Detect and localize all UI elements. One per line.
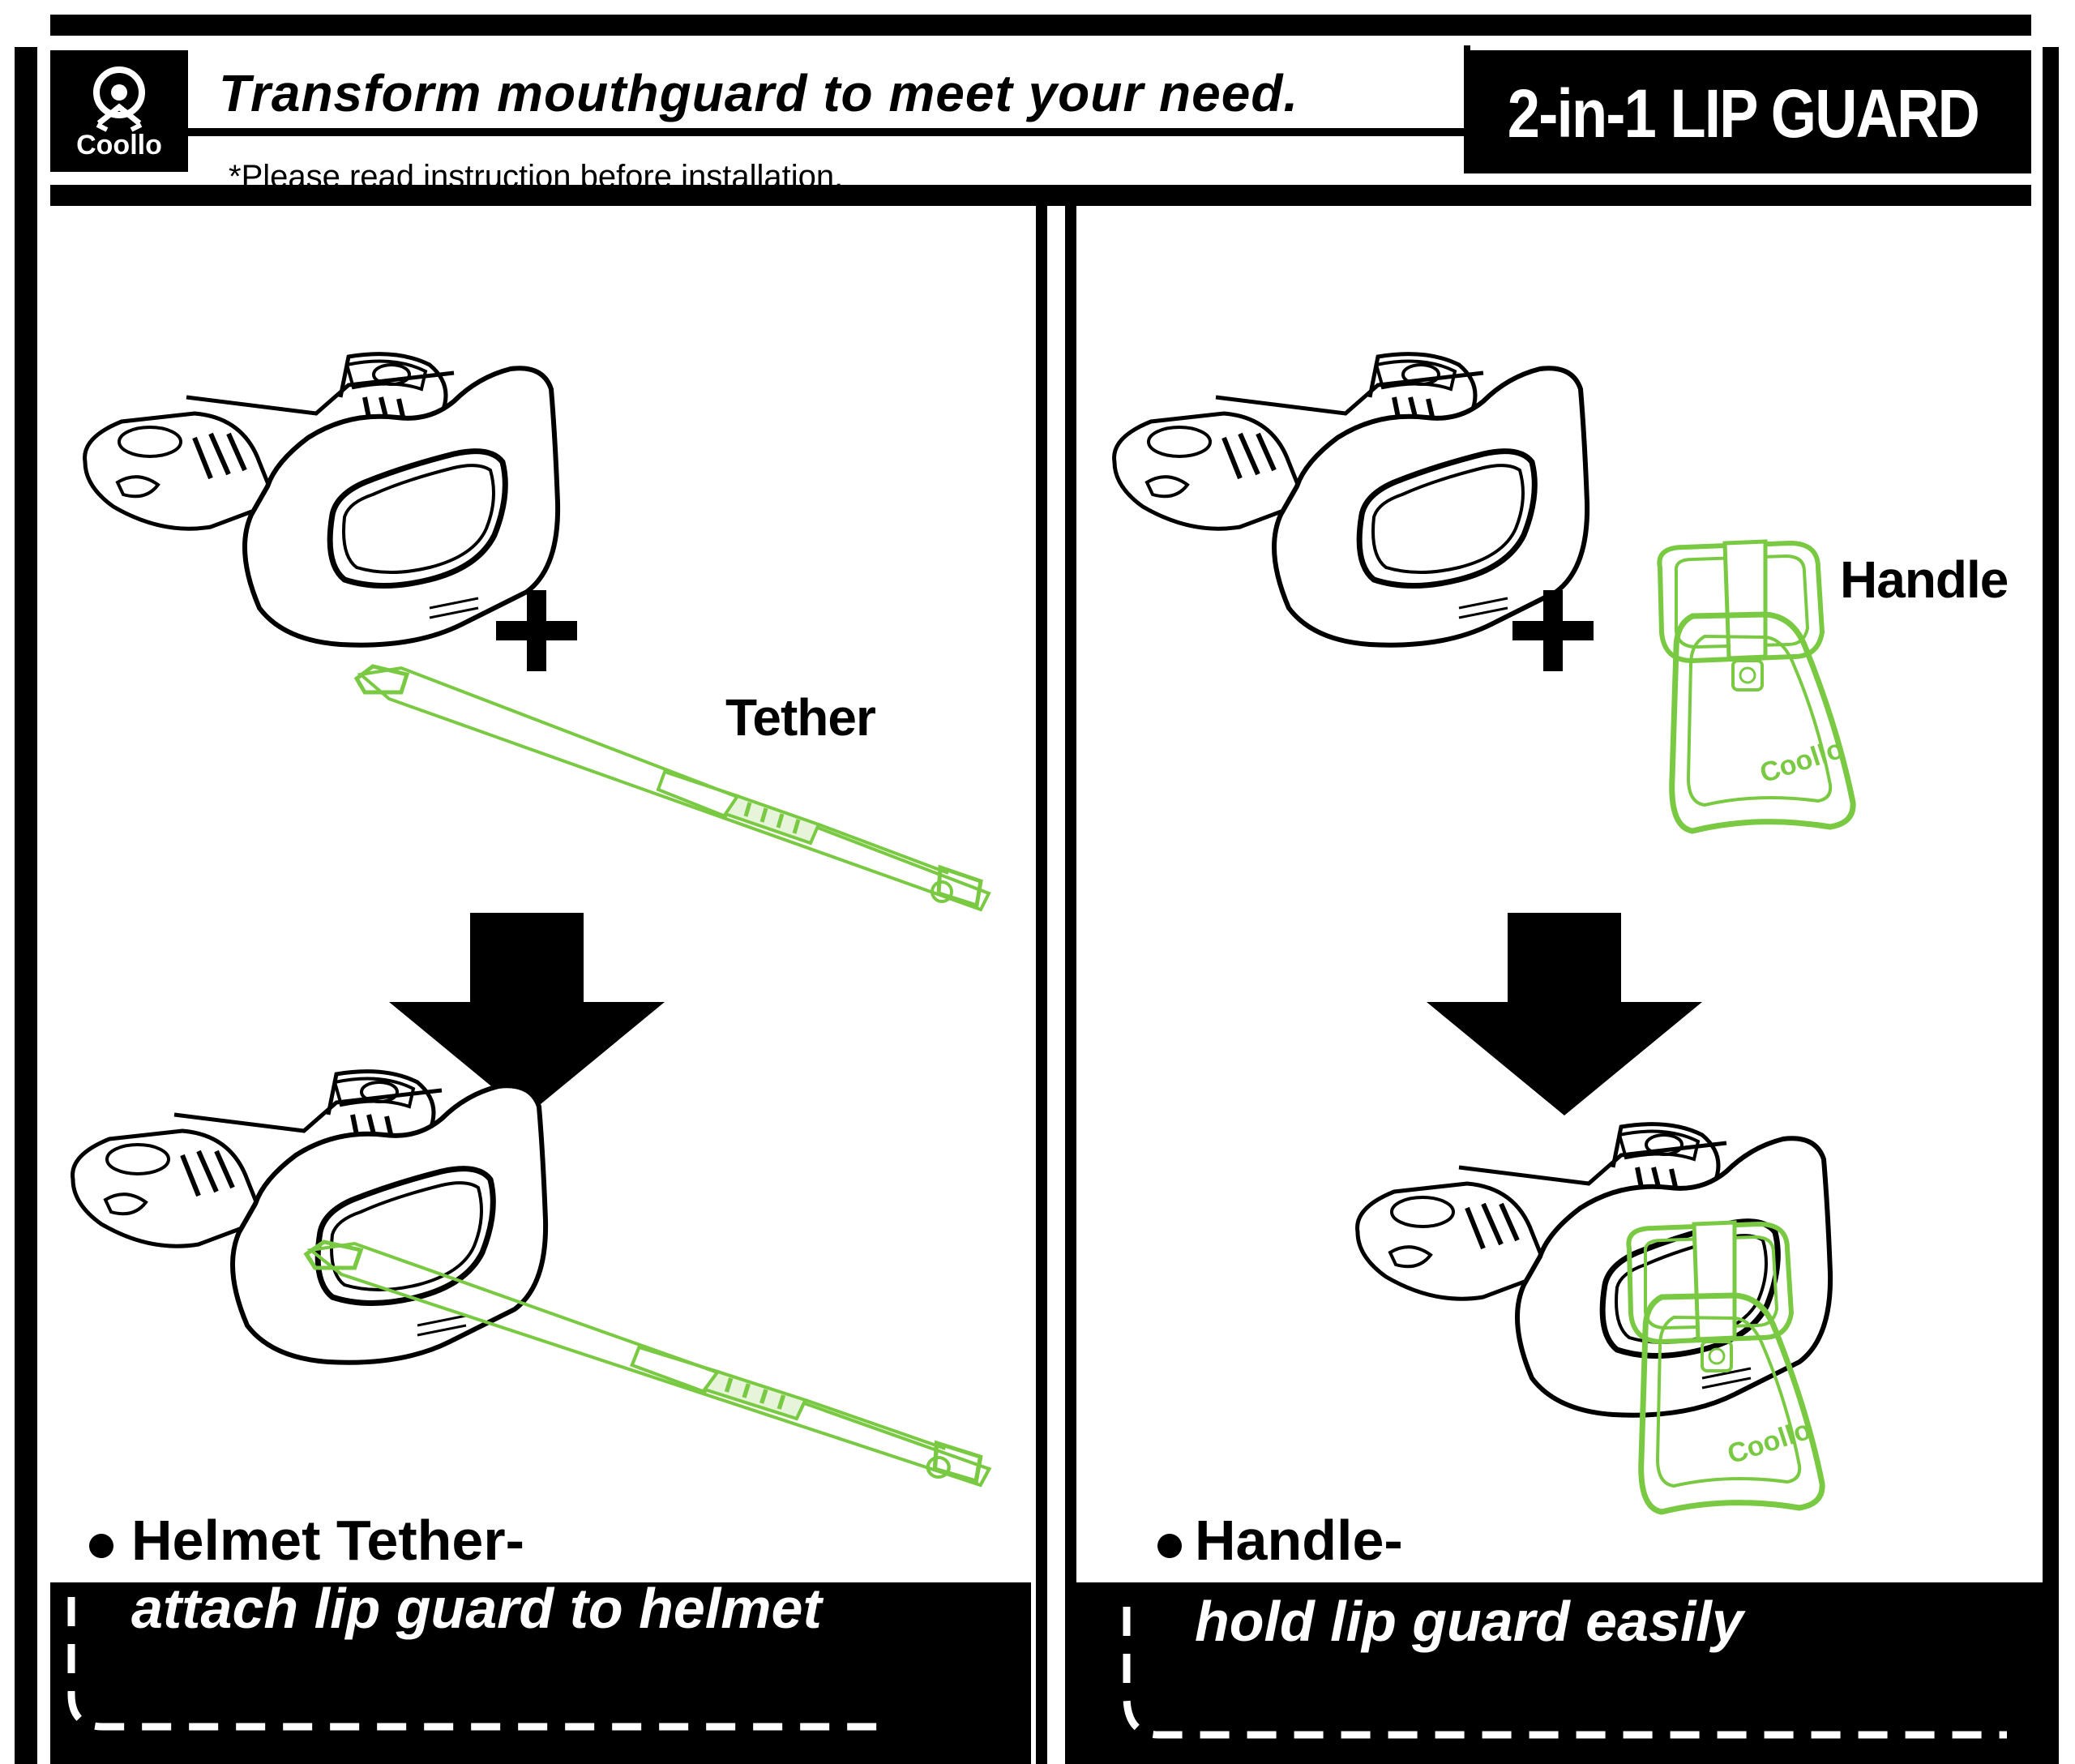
left-caption-bar <box>50 1582 1031 1764</box>
right-caption-subtitle: hold lip guard easily <box>1195 1590 1743 1653</box>
mouthguard-icon <box>73 340 559 649</box>
left-dashed-line <box>67 1597 883 1731</box>
header-bottom-rule <box>50 185 2031 206</box>
tether-label: Tether <box>725 688 876 747</box>
panel-divider-left <box>1036 206 1047 1764</box>
handle-icon <box>1644 535 1855 843</box>
header-rule <box>50 128 1477 136</box>
plus-icon <box>1512 590 1594 671</box>
right-caption-title: Handle- <box>1195 1509 1403 1572</box>
tether-icon <box>306 1250 1003 1501</box>
page-title: Transform mouthguard to meet your need. <box>219 64 1299 122</box>
down-arrow-icon <box>1427 913 1702 1115</box>
handle-icon <box>1613 1216 1824 1524</box>
left-caption-subtitle: attach lip guard to helmet <box>131 1577 822 1640</box>
product-title-box <box>1469 50 2031 173</box>
bullet-icon <box>89 1534 113 1558</box>
panel-divider-right <box>1065 206 1076 1764</box>
brand-logo: Coollo <box>50 50 188 172</box>
product-title-border <box>1464 45 2031 173</box>
left-caption-title: Helmet Tether- <box>131 1509 524 1572</box>
handle-label: Handle <box>1840 550 2009 609</box>
tether-icon <box>357 674 1005 926</box>
product-title: 2-in-1 LIP GUARD <box>1507 75 1980 152</box>
right-dashed-line <box>1123 1607 2007 1739</box>
coollo-logo-icon <box>93 66 145 132</box>
top-rule <box>50 15 2031 36</box>
instruction-note: *Please read instruction before installa… <box>229 159 844 195</box>
plus-icon <box>496 590 577 671</box>
bullet-icon <box>1157 1534 1182 1558</box>
outer-left-border <box>15 47 37 1764</box>
outer-right-border <box>2043 47 2059 1764</box>
brand-logo-text: Coollo <box>76 130 162 161</box>
